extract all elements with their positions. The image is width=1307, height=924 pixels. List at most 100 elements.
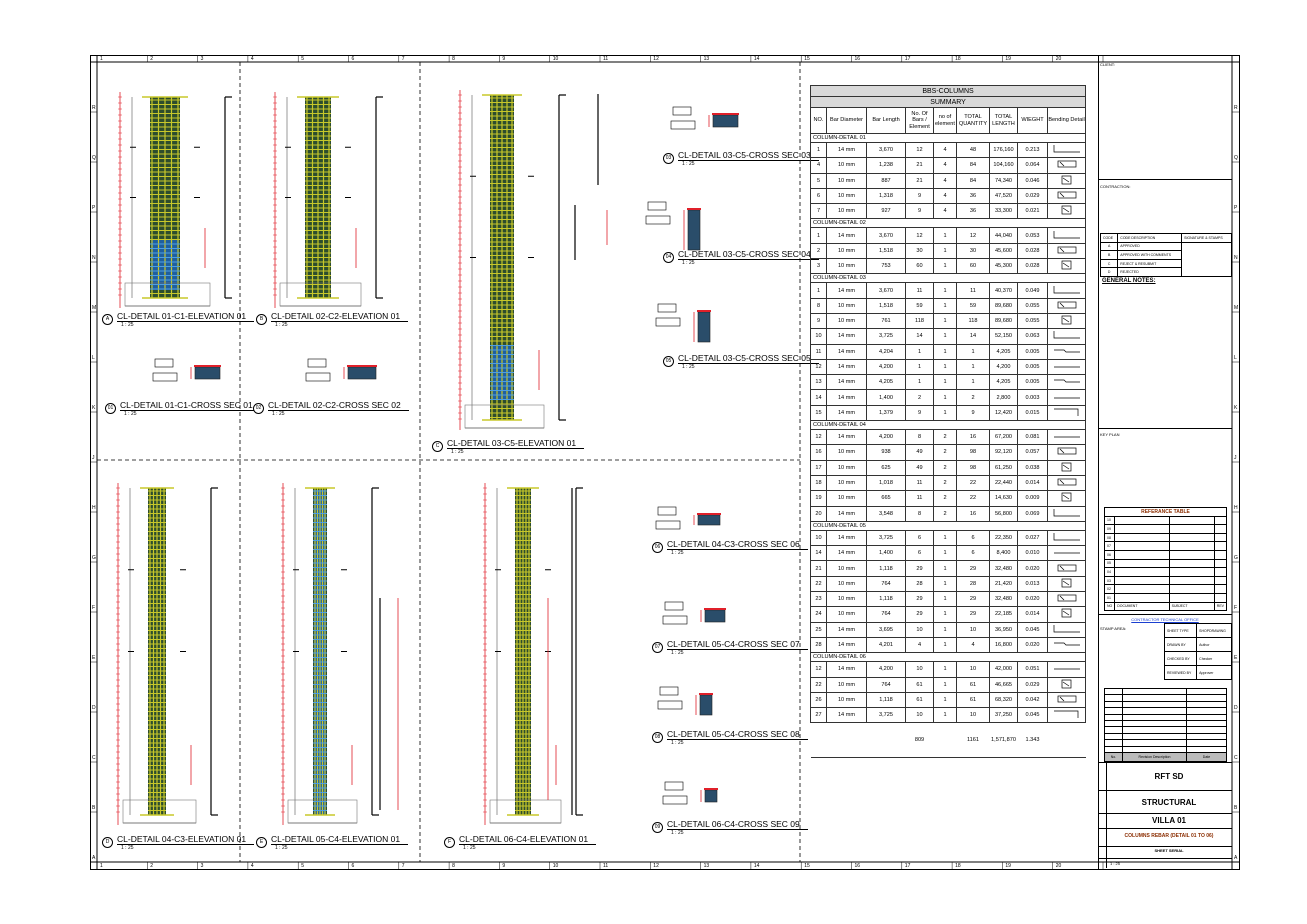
cross-section <box>697 311 711 343</box>
reference-table-title: REFERANCE TABLE <box>1104 507 1227 517</box>
grid-row-label: J <box>92 455 95 461</box>
view-title[interactable]: CL-DETAIL 03-C5-CROSS SEC 05 <box>678 354 819 364</box>
tie-icon <box>1061 493 1071 502</box>
cross-section <box>347 366 377 380</box>
grid-row-label: P <box>92 205 96 211</box>
drawing-rect <box>704 608 726 610</box>
table-cell: 14,630 <box>989 490 1018 507</box>
table-cell: 36 <box>956 203 990 220</box>
view-title[interactable]: CL-DETAIL 02-C2-ELEVATION 01 <box>271 312 409 322</box>
table-cell: 0.028 <box>1017 258 1048 275</box>
table-cell: 22,350 <box>989 529 1018 547</box>
stirrup-icon <box>1057 301 1076 309</box>
L-bar-icon <box>1053 331 1080 339</box>
stamp-area-label: STAMP AREA: <box>1100 626 1127 631</box>
view-title[interactable]: CL-DETAIL 05-C4-ELEVATION 01 <box>271 835 409 845</box>
table-cell: 14 mm <box>826 545 867 562</box>
table-cell: 10 mm <box>826 490 867 507</box>
view-scale: 1 : 25 <box>671 550 684 556</box>
grid-col-label: 8 <box>452 56 455 62</box>
table-cell: 1 <box>933 389 957 406</box>
grid-row-label: A <box>1234 855 1238 861</box>
grid-row-label: A <box>92 855 96 861</box>
view-title[interactable]: CL-DETAIL 03-C5-CROSS SEC 03 <box>678 151 819 161</box>
bar-shape-tie <box>659 686 679 696</box>
table-cell: 8 <box>905 505 934 522</box>
table-cell: 927 <box>866 203 906 220</box>
bending-detail-cell <box>1046 258 1087 275</box>
cross-section <box>697 514 721 526</box>
table-cell: 37,250 <box>989 707 1018 724</box>
view-title[interactable]: CL-DETAIL 04-C3-ELEVATION 01 <box>117 835 255 845</box>
view-title[interactable]: CL-DETAIL 06-C4-ELEVATION 01 <box>459 835 597 845</box>
grid-col-label: 10 <box>552 863 559 869</box>
cross-section <box>194 366 221 380</box>
bar-shape-stirrup <box>305 372 331 382</box>
grid-row-label: Q <box>92 155 96 161</box>
view-title[interactable]: CL-DETAIL 03-C5-CROSS SEC 04 <box>678 250 819 260</box>
table-cell: 0.057 <box>1017 444 1048 461</box>
tie-icon <box>1061 578 1071 588</box>
table-cell: 36,950 <box>989 621 1018 638</box>
grid-col-label: 14 <box>753 56 760 62</box>
table-cell: 46,665 <box>989 676 1018 693</box>
table-cell: 1 <box>933 529 957 547</box>
table-cell: 0.049 <box>1017 282 1048 299</box>
table-cell: 30 <box>905 242 934 260</box>
view-title[interactable]: CL-DETAIL 05-C4-CROSS SEC 08 <box>667 730 808 740</box>
table-cell: 2 <box>933 429 957 446</box>
bending-detail-cell <box>1046 606 1087 623</box>
view-marker: 05 <box>663 356 674 367</box>
bar-shape-stirrup <box>655 317 681 327</box>
table-cell: 3,725 <box>866 529 906 547</box>
view-title[interactable]: CL-DETAIL 01-C1-ELEVATION 01 <box>117 312 255 322</box>
view-title[interactable]: CL-DETAIL 03-C5-ELEVATION 01 <box>447 439 585 449</box>
grid-col-label: 16 <box>854 863 861 869</box>
table-cell: 9 <box>905 203 934 220</box>
view-scale: 1 : 25 <box>121 322 134 328</box>
table-cell: 3 <box>810 258 827 275</box>
bending-detail-cell <box>1046 529 1087 547</box>
table-cell: 40,370 <box>989 282 1018 299</box>
grid-row-label: D <box>1234 705 1238 711</box>
table-cell: 13 <box>810 374 827 391</box>
table-cell: 61 <box>905 691 934 709</box>
info-label: SHEET TYPE <box>1163 623 1198 638</box>
view-title[interactable]: CL-DETAIL 04-C3-CROSS SEC 06 <box>667 540 808 550</box>
L-bar-icon <box>1053 145 1080 153</box>
table-title: BBS-COLUMNS <box>809 85 1087 97</box>
bar-shape-tie <box>657 506 677 516</box>
table-cell: 0.029 <box>1017 676 1048 693</box>
bar-shape-tie <box>672 106 692 116</box>
grid-row-label: G <box>1234 555 1238 561</box>
grid-col-label: 17 <box>904 56 911 62</box>
table-cell: 14 mm <box>826 358 867 376</box>
contraction-label: CONTRACTION: <box>1100 184 1131 189</box>
stirrup-icon <box>1057 564 1076 571</box>
bar-shape-stirrup <box>645 215 671 225</box>
table-cell: 14 mm <box>826 141 867 159</box>
view-title[interactable]: CL-DETAIL 01-C1-CROSS SEC 01 <box>120 401 261 411</box>
view-title[interactable]: CL-DETAIL 02-C2-CROSS SEC 02 <box>268 401 409 411</box>
contractor-office-link[interactable]: CONTRACTOR TECHNICAL OFFICE <box>1131 617 1199 622</box>
table-cell: 2 <box>933 459 957 476</box>
table-cell: 14 <box>810 545 827 562</box>
view-title[interactable]: CL-DETAIL 05-C4-CROSS SEC 07 <box>667 640 808 650</box>
table-cell: 9 <box>956 404 990 422</box>
view-scale: 1 : 25 <box>671 650 684 656</box>
view-title[interactable]: CL-DETAIL 06-C4-CROSS SEC 09 <box>667 820 808 830</box>
grid-row-label: H <box>1234 505 1238 511</box>
table-cell: 60 <box>905 258 934 275</box>
bending-detail-cell <box>1046 157 1087 174</box>
bending-detail-cell <box>1046 474 1087 492</box>
table-cell: 887 <box>866 172 906 189</box>
group-label: COLUMN-DETAIL 03 <box>809 273 1087 284</box>
